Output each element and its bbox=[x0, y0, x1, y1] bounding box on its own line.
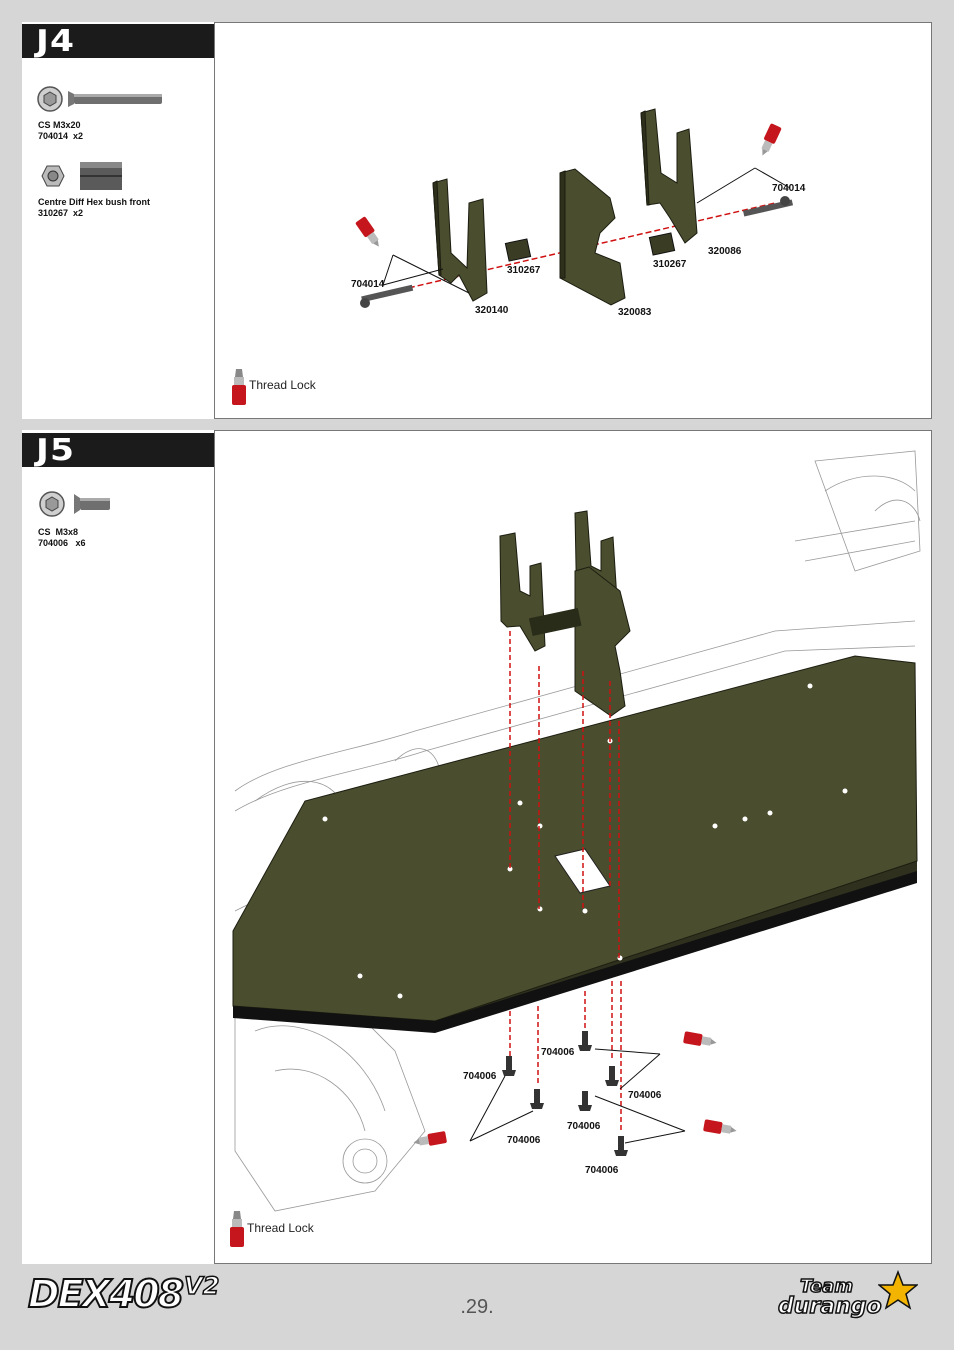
screws-704006 bbox=[502, 1031, 628, 1156]
chassis-holes bbox=[322, 683, 848, 999]
part-320083-installed bbox=[574, 566, 631, 717]
part-j4-cs-m3x20-label: CS M3x20 704014 x2 bbox=[38, 120, 84, 141]
countersunk-screw-icon bbox=[37, 86, 162, 112]
part-j5-cs-m3x8-label: CS M3x8 704006 x6 bbox=[38, 527, 86, 548]
chassis-outline-lines bbox=[234, 450, 921, 1212]
part-320083 bbox=[559, 168, 626, 306]
callout-704006-a: 704006 bbox=[463, 1071, 497, 1082]
callout-704006-b: 704006 bbox=[507, 1135, 541, 1146]
callout-704006-e: 704006 bbox=[567, 1121, 601, 1132]
threadlock-legend-label: Thread Lock bbox=[249, 378, 316, 392]
threadlock-legend-label: Thread Lock bbox=[247, 1221, 314, 1235]
step-j4-title: J4 bbox=[36, 24, 76, 59]
countersunk-screw-icon bbox=[39, 491, 110, 517]
bush-310267-right bbox=[648, 232, 676, 256]
callout-310267-left: 310267 bbox=[507, 265, 541, 276]
step-j5-title: J5 bbox=[36, 433, 76, 468]
threadlock-legend-icon bbox=[230, 1211, 244, 1247]
callout-310267-right: 310267 bbox=[653, 259, 687, 270]
dex408-logo: DEX408V2 bbox=[27, 1271, 220, 1317]
j5-chassis-view: 704006 704006 704006 704006 704006 70400… bbox=[232, 450, 921, 1212]
step-j5-header: J5 bbox=[22, 433, 214, 468]
chassis-plate bbox=[232, 655, 918, 1033]
threadlock-bottle-right-lower bbox=[703, 1119, 737, 1134]
callout-704006-f: 704006 bbox=[585, 1165, 619, 1176]
j4-exploded-view: 704014 310267 320140 320083 310267 32008… bbox=[351, 108, 806, 318]
bush-310267-left bbox=[504, 238, 532, 262]
callout-320086: 320086 bbox=[708, 246, 742, 257]
screw-704014-right bbox=[742, 196, 794, 217]
callout-704006-d: 704006 bbox=[628, 1090, 662, 1101]
screw-guide-lines bbox=[509, 631, 622, 1131]
step-j5-diagram: 704006 704006 704006 704006 704006 70400… bbox=[214, 430, 932, 1264]
screw-704014-left bbox=[360, 284, 414, 308]
threadlock-bottle-left bbox=[355, 216, 379, 247]
step-j4-header: J4 bbox=[22, 24, 214, 59]
bush-310267-installed bbox=[528, 607, 582, 636]
callout-704014-right: 704014 bbox=[772, 183, 806, 194]
page-number: .29. bbox=[460, 1296, 494, 1318]
part-320140 bbox=[432, 178, 488, 302]
callout-320140: 320140 bbox=[475, 305, 509, 316]
step-j4-diagram: 704014 310267 320140 320083 310267 32008… bbox=[214, 22, 932, 419]
threadlock-bottle-right-upper bbox=[683, 1031, 717, 1046]
part-320086 bbox=[640, 108, 698, 244]
team-durango-logo: Team durango bbox=[777, 1270, 928, 1326]
threadlock-bottle-left bbox=[413, 1131, 447, 1146]
callout-704006-c: 704006 bbox=[541, 1047, 575, 1058]
hex-bush-icon bbox=[41, 162, 122, 190]
threadlock-bottle-right bbox=[761, 123, 782, 156]
callout-320083: 320083 bbox=[618, 307, 652, 318]
star-icon bbox=[878, 1270, 918, 1310]
threadlock-legend-icon bbox=[232, 369, 246, 405]
part-j4-hex-bush-label: Centre Diff Hex bush front 310267 x2 bbox=[38, 197, 151, 218]
callout-704014-left: 704014 bbox=[351, 279, 385, 290]
